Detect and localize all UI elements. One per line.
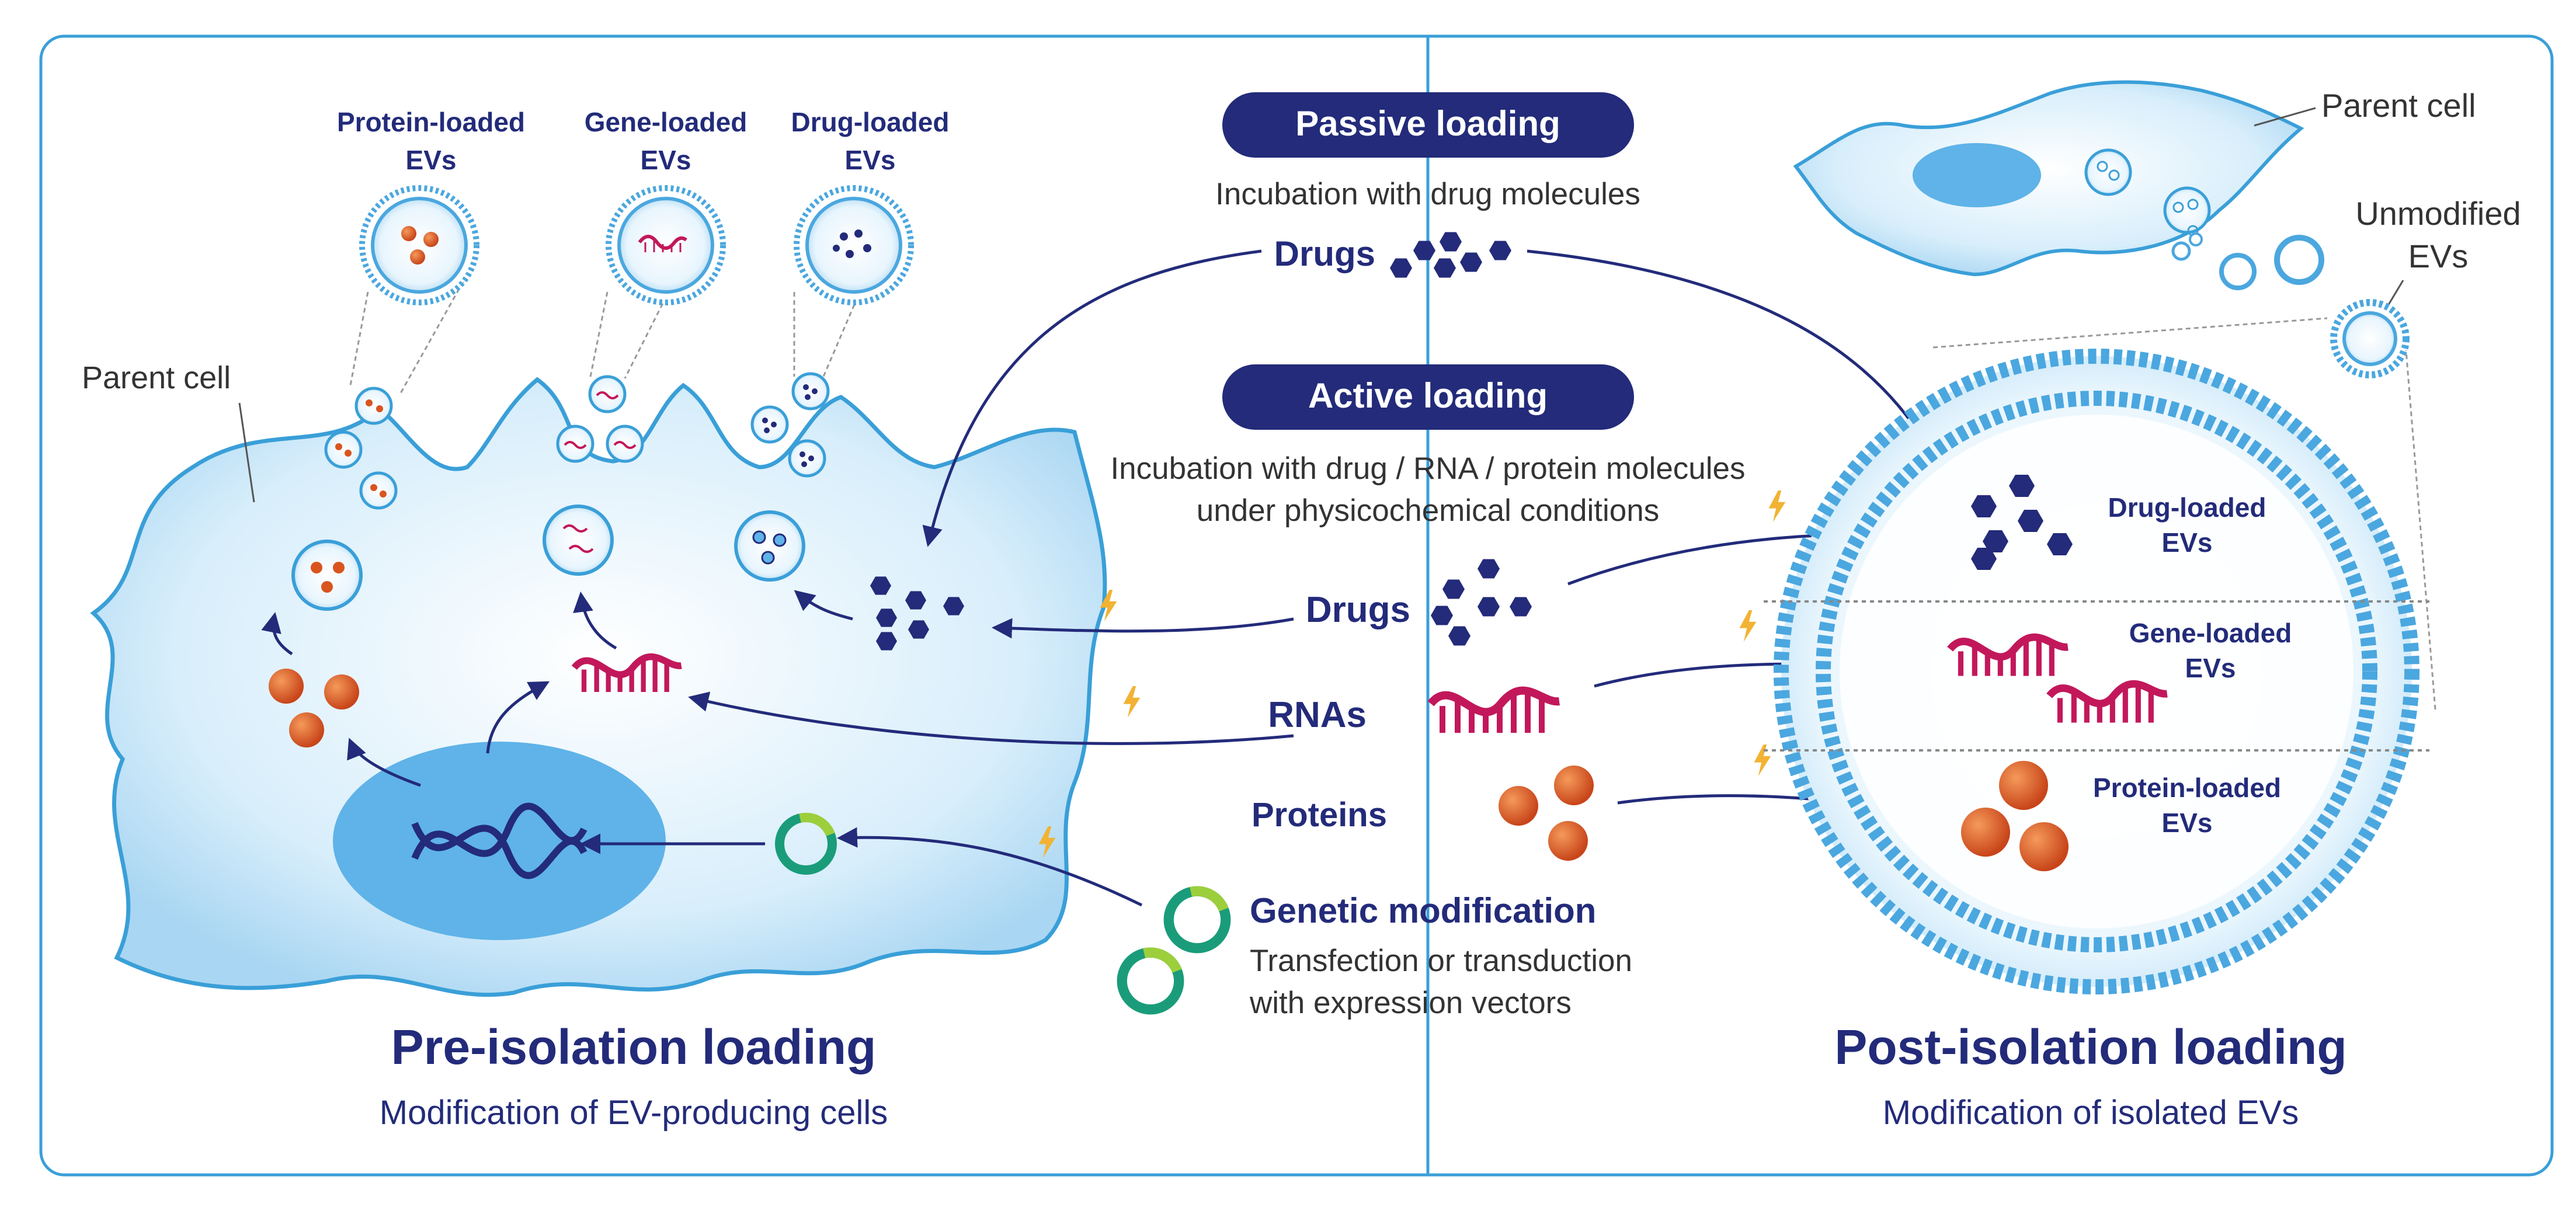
released-ev-small bbox=[2219, 253, 2257, 290]
active-drugs-icon bbox=[1431, 559, 1532, 646]
right-drug-ev-label-line1: Drug-loaded bbox=[2108, 492, 2266, 523]
left-cell-proteins bbox=[269, 669, 359, 747]
active-drugs-label: Drugs bbox=[1306, 590, 1410, 630]
left-panel-subtitle: Modification of EV-producing cells bbox=[380, 1094, 888, 1132]
right-panel-subtitle: Modification of isolated EVs bbox=[1883, 1094, 2299, 1132]
big-ev bbox=[1774, 349, 2419, 994]
gene-ev-label-line2: EVs bbox=[641, 145, 691, 175]
zoom-line-side bbox=[2405, 350, 2436, 710]
dna-icon bbox=[411, 802, 587, 879]
right-drug-ev-label-line2: EVs bbox=[2162, 527, 2213, 558]
active-proteins-label: Proteins bbox=[1252, 796, 1387, 834]
drug-ev-callout bbox=[794, 185, 914, 305]
drug-ev-label-line1: Drug-loaded bbox=[791, 107, 950, 137]
left-budding-evs bbox=[291, 372, 830, 611]
left-parent-cell-pointer bbox=[238, 402, 255, 503]
right-parent-cell bbox=[1793, 80, 2304, 277]
passive-drugs-label: Drugs bbox=[1274, 234, 1375, 273]
zoom-line-top bbox=[1932, 317, 2328, 349]
active-rnas-label: RNAs bbox=[1268, 695, 1367, 735]
protein-ev-callout bbox=[359, 185, 479, 305]
left-ev-callouts bbox=[349, 185, 914, 395]
right-panel-title: Post-isolation loading bbox=[1834, 1020, 2346, 1074]
passive-loading-badge: Passive loading bbox=[1222, 92, 1634, 158]
genetic-modification-description-line2: with expression vectors bbox=[1249, 986, 1572, 1020]
protein-ev-label-line2: EVs bbox=[406, 145, 457, 175]
active-loading-badge: Active loading bbox=[1222, 364, 1634, 430]
genetic-modification-description-line1: Transfection or transduction bbox=[1250, 944, 1632, 978]
genetic-modification-plasmids bbox=[1122, 891, 1226, 1010]
left-internal-arrows bbox=[261, 590, 853, 854]
right-parent-cell-pointer bbox=[2254, 107, 2316, 127]
lightning-icons bbox=[1038, 491, 1786, 858]
unmodified-ev-icon bbox=[2330, 299, 2410, 378]
active-loading-description-line1: Incubation with drug / RNA / protein mol… bbox=[1110, 451, 1745, 486]
gene-ev-label-line1: Gene-loaded bbox=[585, 107, 748, 137]
active-loading-label: Active loading bbox=[1308, 376, 1548, 415]
active-proteins-icon bbox=[1499, 766, 1594, 861]
right-protein-ev-label-line2: EVs bbox=[2162, 808, 2213, 838]
protein-ev-label-line1: Protein-loaded bbox=[337, 107, 525, 137]
right-protein-cargo bbox=[1961, 761, 2069, 871]
left-ev-type-labels: Protein-loaded EVs Gene-loaded EVs Drug-… bbox=[337, 107, 949, 175]
left-parent-cell bbox=[90, 377, 1107, 997]
passive-loading-description: Incubation with drug molecules bbox=[1215, 177, 1640, 211]
released-ev-medium bbox=[2274, 235, 2324, 285]
left-panel-title: Pre-isolation loading bbox=[391, 1020, 877, 1074]
right-gene-ev-label-line1: Gene-loaded bbox=[2129, 618, 2292, 648]
right-parent-cell-label: Parent cell bbox=[2321, 87, 2476, 124]
left-parent-cell-label: Parent cell bbox=[82, 360, 231, 395]
right-protein-ev-label-line1: Protein-loaded bbox=[2093, 773, 2281, 803]
passive-loading-label: Passive loading bbox=[1295, 104, 1560, 143]
unmodified-evs-label-line2: EVs bbox=[2408, 238, 2469, 274]
drug-ev-label-line2: EVs bbox=[845, 145, 896, 175]
genetic-modification-label: Genetic modification bbox=[1250, 891, 1596, 930]
active-loading-description-line2: under physicochemical conditions bbox=[1197, 493, 1660, 528]
passive-drugs-icon bbox=[1390, 232, 1511, 278]
outer-frame bbox=[39, 34, 2554, 1177]
right-gene-ev-label-line2: EVs bbox=[2185, 653, 2236, 683]
gene-ev-callout bbox=[606, 185, 726, 305]
active-rna-icon bbox=[1431, 691, 1559, 733]
unmodified-evs-label-line1: Unmodified bbox=[2355, 195, 2521, 232]
